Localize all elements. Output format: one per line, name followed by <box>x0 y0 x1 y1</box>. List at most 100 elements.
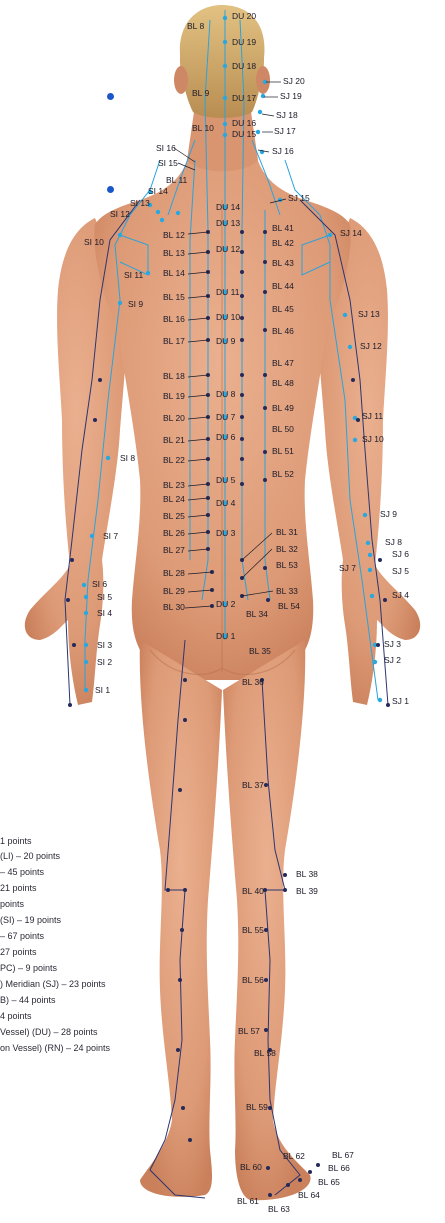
label-bl-31: BL 31 <box>276 527 298 537</box>
label-sj-2: SJ 2 <box>384 655 401 665</box>
legend-line: – 45 points <box>0 867 44 878</box>
bl-point <box>268 1193 272 1197</box>
left-leg <box>140 640 222 1197</box>
label-sj-20: SJ 20 <box>283 76 305 86</box>
bl-point <box>283 888 287 892</box>
bl-point <box>286 1183 290 1187</box>
bl-point <box>263 260 267 264</box>
label-bl-18: BL 18 <box>163 371 185 381</box>
label-bl-27: BL 27 <box>163 545 185 555</box>
label-bl-57: BL 57 <box>238 1026 260 1036</box>
du-point <box>223 96 227 100</box>
si-point <box>118 233 122 237</box>
bl-point <box>183 678 187 682</box>
label-bl-11: BL 11 <box>166 175 188 185</box>
legend-line: (SI) – 19 points <box>0 915 61 926</box>
sj-point <box>370 594 374 598</box>
label-bl-59: BL 59 <box>246 1102 268 1112</box>
label-bl-16: BL 16 <box>163 314 185 324</box>
label-du-1: DU 1 <box>216 631 236 641</box>
label-bl-46: BL 46 <box>272 326 294 336</box>
label-bl-12: BL 12 <box>163 230 185 240</box>
label-sj-1: SJ 1 <box>392 696 409 706</box>
legend-line: 1 points <box>0 836 32 847</box>
label-bl-52: BL 52 <box>272 469 294 479</box>
label-bl-29: BL 29 <box>163 586 185 596</box>
label-bl-25: BL 25 <box>163 511 185 521</box>
li-point <box>386 703 390 707</box>
label-sj-12: SJ 12 <box>360 341 382 351</box>
label-du-11: DU 11 <box>216 287 240 297</box>
bl-point <box>240 294 244 298</box>
label-du-14: DU 14 <box>216 202 240 212</box>
label-bl-10: BL 10 <box>192 123 214 133</box>
label-bl-26: BL 26 <box>163 528 185 538</box>
label-si-1: SI 1 <box>95 685 110 695</box>
sj-point <box>343 313 347 317</box>
label-du-17: DU 17 <box>232 93 256 103</box>
bullet-marker <box>107 93 114 100</box>
label-bl-56: BL 56 <box>242 975 264 985</box>
label-si-5: SI 5 <box>97 592 112 602</box>
label-si-11: SI 11 <box>124 270 143 280</box>
label-bl-34: BL 34 <box>246 609 268 619</box>
lu-point <box>66 598 70 602</box>
bl-point <box>316 1163 320 1167</box>
label-bl-62: BL 62 <box>283 1151 305 1161</box>
label-si-8: SI 8 <box>120 453 135 463</box>
bl-point <box>188 1138 192 1142</box>
label-sj-18: SJ 18 <box>276 110 298 120</box>
bl-point <box>263 328 267 332</box>
label-si-13: SI 13 <box>130 198 150 208</box>
label-sj-16: SJ 16 <box>272 146 294 156</box>
label-bl-47: BL 47 <box>272 358 294 368</box>
label-bl-48: BL 48 <box>272 378 294 388</box>
label-bl-66: BL 66 <box>328 1163 350 1173</box>
label-du-16: DU 16 <box>232 118 256 128</box>
bl-point <box>266 598 270 602</box>
sj-point <box>368 553 372 557</box>
bl-point <box>240 373 244 377</box>
du-point <box>223 64 227 68</box>
bl-point <box>183 718 187 722</box>
right-ear <box>256 66 270 94</box>
si-point <box>176 211 180 215</box>
label-bl-15: BL 15 <box>163 292 185 302</box>
label-bl-22: BL 22 <box>163 455 185 465</box>
sj-point <box>328 233 332 237</box>
label-si-10: SI 10 <box>84 237 104 247</box>
bullet-marker <box>107 186 114 193</box>
sj-point <box>353 438 357 442</box>
bl-point <box>268 1106 272 1110</box>
bl-point <box>263 406 267 410</box>
lu-point <box>93 418 97 422</box>
label-sj-13: SJ 13 <box>358 309 380 319</box>
si-point <box>118 301 122 305</box>
sj-point <box>363 513 367 517</box>
legend-line: on Vessel) (RN) – 24 points <box>0 1043 110 1054</box>
sj-point <box>258 110 262 114</box>
label-bl-65: BL 65 <box>318 1177 340 1187</box>
label-bl-40: BL 40 <box>242 886 264 896</box>
label-du-5: DU 5 <box>216 475 236 485</box>
bl-point <box>263 290 267 294</box>
sj-point <box>368 568 372 572</box>
sj-point <box>373 660 377 664</box>
label-sj-7: SJ 7 <box>339 563 356 573</box>
label-bl-60: BL 60 <box>240 1162 262 1172</box>
legend-line: 27 points <box>0 947 37 958</box>
du-point <box>223 133 227 137</box>
si-point <box>90 534 94 538</box>
label-sj-10: SJ 10 <box>362 434 384 444</box>
sj-point <box>261 94 265 98</box>
bl-point <box>183 888 187 892</box>
li-point <box>383 598 387 602</box>
bl-point <box>240 437 244 441</box>
bl-point <box>264 783 268 787</box>
label-si-16: SI 16 <box>156 143 176 153</box>
label-sj-11: SJ 11 <box>362 411 383 421</box>
bl-point <box>263 450 267 454</box>
label-bl-21: BL 21 <box>163 435 185 445</box>
